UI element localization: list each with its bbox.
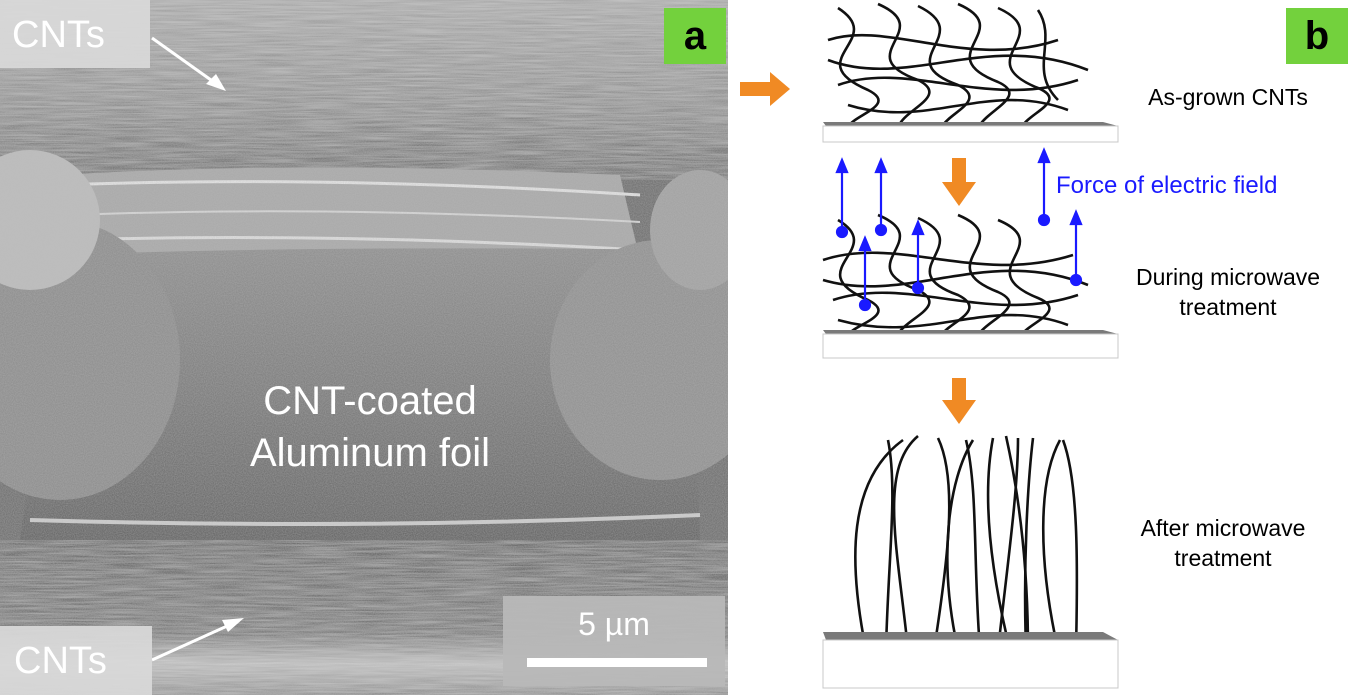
stage3-substrate [822,632,1119,689]
cnt-label-bottom: CNTs [14,640,107,682]
orange-arrow-right [740,72,790,106]
stage3-label-line1: After microwave [1140,515,1306,541]
stage1-cnts [827,2,1089,142]
panel-a-tag: a [664,8,726,64]
sem-micrograph [0,0,728,695]
schematic-panel: b As-grown CNTs Force of electric field … [728,0,1350,695]
stage3-cnts [853,435,1079,651]
schematic-diagram [740,2,1119,689]
panel-b-tag: b [1286,8,1348,64]
foil-label: CNT-coated Aluminum foil [190,375,550,479]
cnt-label-bottom-bg [0,626,152,695]
scale-bar [527,658,707,667]
stage3-label: After microwave treatment [1108,513,1338,573]
foil-label-line2: Aluminum foil [249,431,491,475]
force-label: Force of electric field [1056,172,1278,199]
foil-label-line1: CNT-coated [263,379,477,423]
arrow-bottom [151,620,237,662]
stage1-label: As-grown CNTs [1148,84,1308,110]
stage2-cnts [822,213,1089,347]
scale-bar-background [503,596,725,686]
stage3-label-line2: treatment [1174,545,1272,571]
sem-image-panel: CNTs CNTs a CNT-coated Aluminum foil 5 µ… [0,0,728,695]
force-arrows [835,147,1083,312]
orange-arrow-down-2 [942,378,976,424]
orange-arrow-down-1 [942,158,976,206]
cnt-label-top: CNTs [12,14,105,56]
stage2-substrate [822,330,1119,359]
arrow-top [151,36,219,87]
stage2-label-line1: During microwave [1135,264,1321,290]
stage1-substrate [822,122,1119,143]
cnt-label-top-bg [0,0,150,68]
stage2-label: During microwave treatment [1113,262,1343,322]
scale-bar-label: 5 µm [578,606,650,642]
stage2-label-line2: treatment [1179,294,1277,320]
